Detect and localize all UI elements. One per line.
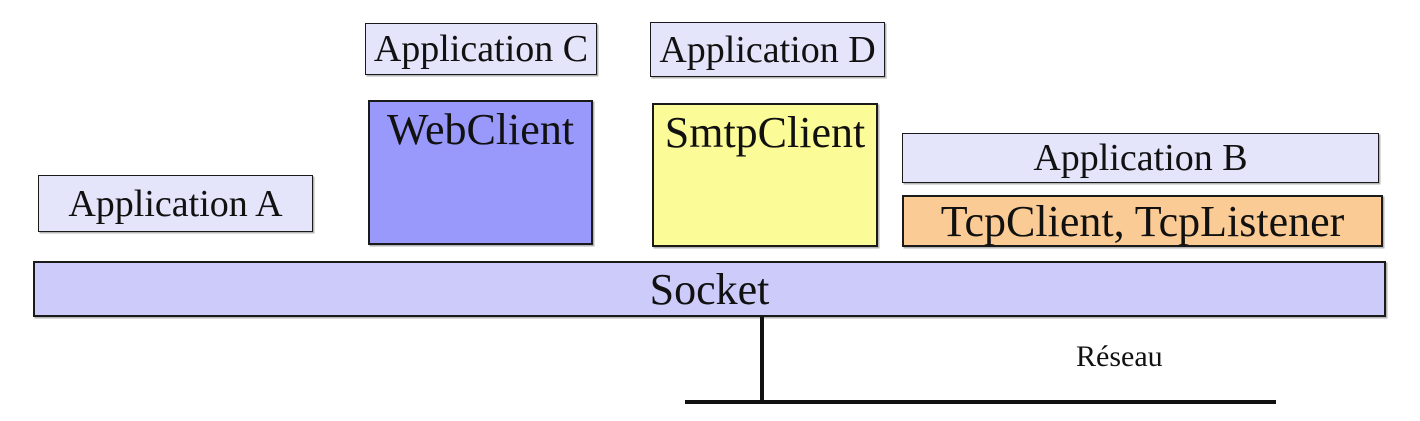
socket-to-network-line — [760, 317, 764, 403]
webclient-box: WebClient — [368, 100, 593, 245]
tcpclient-tcplistener-box: TcpClient, TcpListener — [902, 195, 1383, 247]
tcpclient-tcplistener-label: TcpClient, TcpListener — [940, 196, 1345, 246]
network-label: Réseau — [1076, 340, 1163, 373]
webclient-label: WebClient — [386, 105, 575, 154]
application-a-box: Application A — [38, 175, 313, 232]
application-c-label: Application C — [373, 28, 589, 70]
socket-label: Socket — [649, 264, 770, 314]
network-bus-line — [685, 400, 1276, 404]
application-c-box: Application C — [365, 23, 597, 75]
application-d-box: Application D — [650, 22, 885, 77]
socket-bar: Socket — [33, 261, 1386, 317]
application-a-label: Application A — [68, 182, 283, 225]
application-b-box: Application B — [902, 133, 1379, 183]
application-d-label: Application D — [659, 28, 876, 71]
smtpclient-label: SmtpClient — [664, 108, 866, 157]
smtpclient-box: SmtpClient — [652, 103, 878, 247]
application-b-label: Application B — [1033, 137, 1248, 179]
